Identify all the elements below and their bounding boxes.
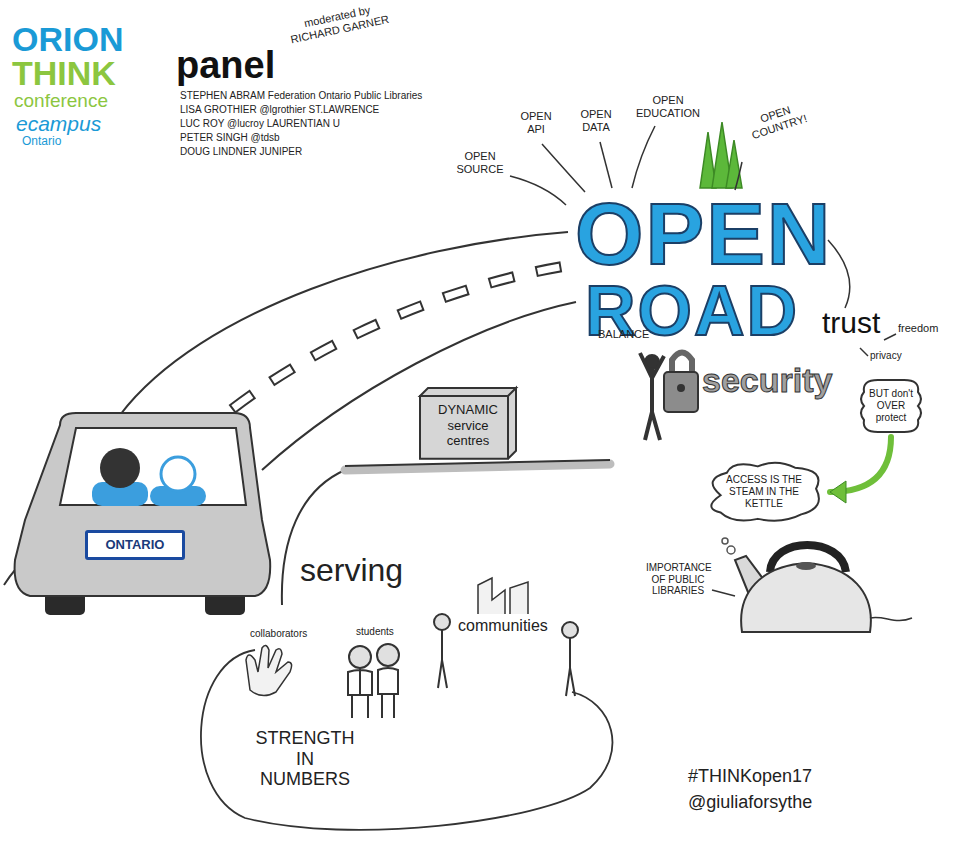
logo-text: conference (14, 90, 108, 112)
node-text: BUT don't OVER protect (864, 388, 918, 424)
moderator-note: moderated by RICHARD GARNER (282, 0, 395, 47)
car (15, 413, 271, 615)
node-text: ONTARIO (92, 537, 178, 553)
flow-arrow (830, 437, 891, 503)
panelist-name: LUC ROY @lucroy LAURENTIAN U (180, 118, 340, 130)
tree-symbol (700, 122, 742, 188)
note-label: freedom (898, 322, 938, 335)
note-label: privacy (870, 350, 902, 362)
group-label: communities (458, 617, 548, 635)
panelist-name: DOUG LINDNER JUNIPER (180, 146, 302, 158)
group-label: collaborators (250, 628, 307, 640)
panelist-name: PETER SINGH @tdsb (180, 132, 280, 144)
serving-group (201, 578, 613, 830)
section-label: STRENGTH IN NUMBERS (250, 728, 360, 790)
bracket-note: BUT don't OVER protect (858, 378, 924, 434)
leader-line (510, 126, 896, 596)
node-text: ACCESS IS THE STEAM IN THE KETTLE (724, 474, 804, 510)
open-label: OPEN DATA (576, 108, 616, 133)
node-text: DYNAMIC service centres (426, 402, 510, 449)
sign-box: DYNAMIC service centres (418, 386, 518, 461)
panel-heading: panel (176, 44, 275, 88)
open-label: OPEN EDUCATION (632, 94, 704, 119)
hashtag: #THINKopen17 (688, 766, 812, 787)
headline: OPEN (575, 190, 832, 278)
open-label: OPEN COUNTRY! (744, 99, 811, 142)
group-label: students (356, 626, 394, 638)
author-handle: @giuliaforsythe (688, 792, 812, 813)
arrow-head (830, 481, 846, 503)
road-edge (262, 302, 576, 470)
logo-text: Ontario (22, 135, 61, 149)
logo-text: ecampus (16, 112, 101, 136)
open-label: OPEN API (516, 110, 556, 135)
security-label: security (702, 362, 832, 399)
logo-text: ORION (12, 20, 123, 59)
bracket-outline (861, 380, 921, 432)
license-plate: ONTARIO (85, 530, 185, 560)
person-figure (640, 353, 664, 440)
logo-text: THINK (12, 54, 116, 93)
ledge (345, 460, 610, 466)
cloud-outline (711, 463, 819, 521)
sign-outline (420, 388, 516, 459)
kettle (722, 538, 912, 632)
trust-label: trust (822, 306, 880, 341)
panelist-name: LISA GROTHIER @lgrothier ST.LAWRENCE (180, 104, 379, 116)
steam-cloud: ACCESS IS THE STEAM IN THE KETTLE (702, 460, 826, 524)
open-label: OPEN SOURCE (452, 150, 508, 175)
flow-arrow-line (830, 437, 891, 492)
panelist-name: STEPHEN ABRAM Federation Ontario Public … (180, 90, 422, 102)
node-text: security (702, 362, 832, 399)
balance-label: BALANCE (598, 328, 649, 341)
section-label: serving (300, 552, 403, 589)
note-label: IMPORTANCE OF PUBLIC LIBRARIES (646, 562, 710, 597)
lock-symbol (664, 353, 698, 413)
